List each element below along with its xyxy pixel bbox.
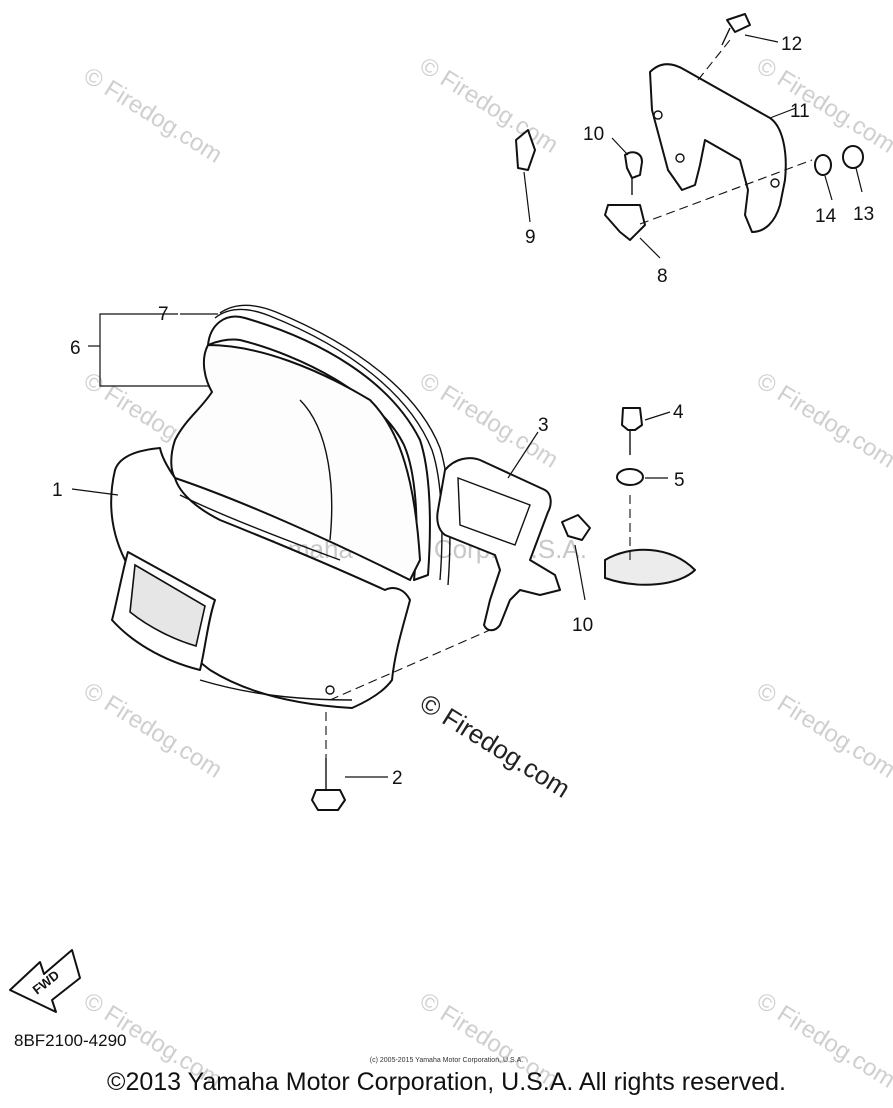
stay-bracket [515,13,864,241]
callout-10-bottom: 10 [572,615,593,636]
callout-1: 1 [52,480,63,501]
watermark: © Firedog.com [415,52,563,158]
part-code: 8BF2100-4290 [14,1031,127,1050]
watermark: © Firedog.com [752,677,893,783]
callout-5: 5 [674,470,685,491]
watermark: © Firedog.com [79,677,227,783]
small-copyright: (c) 2005-2015 Yamaha Motor Corporation, … [369,1057,524,1064]
leader-lines [71,34,863,778]
callout-4: 4 [673,402,684,423]
callout-13: 13 [853,204,874,225]
callout-10-top: 10 [583,124,604,145]
fwd-arrow-icon: FWD [9,949,81,1013]
callout-layer: 1 2 3 4 5 6 7 8 9 10 10 11 12 13 14 [52,34,874,789]
cowling [110,447,411,709]
fasteners [311,407,696,811]
callout-2: 2 [392,768,403,789]
watermark-main: © Firedog.com [415,688,576,804]
callout-7: 7 [158,304,169,325]
callout-14: 14 [815,206,837,227]
callout-11: 11 [790,101,810,122]
callout-12: 12 [781,34,802,55]
copyright-notice: ©2013 Yamaha Motor Corporation, U.S.A. A… [107,1068,786,1096]
callout-8: 8 [657,266,668,287]
callout-9: 9 [525,227,536,248]
mount-bracket [436,457,561,632]
watermark: © Firedog.com [752,367,893,473]
watermark: © Firedog.com [79,62,227,168]
callout-6: 6 [70,338,81,359]
callout-3: 3 [538,415,549,436]
